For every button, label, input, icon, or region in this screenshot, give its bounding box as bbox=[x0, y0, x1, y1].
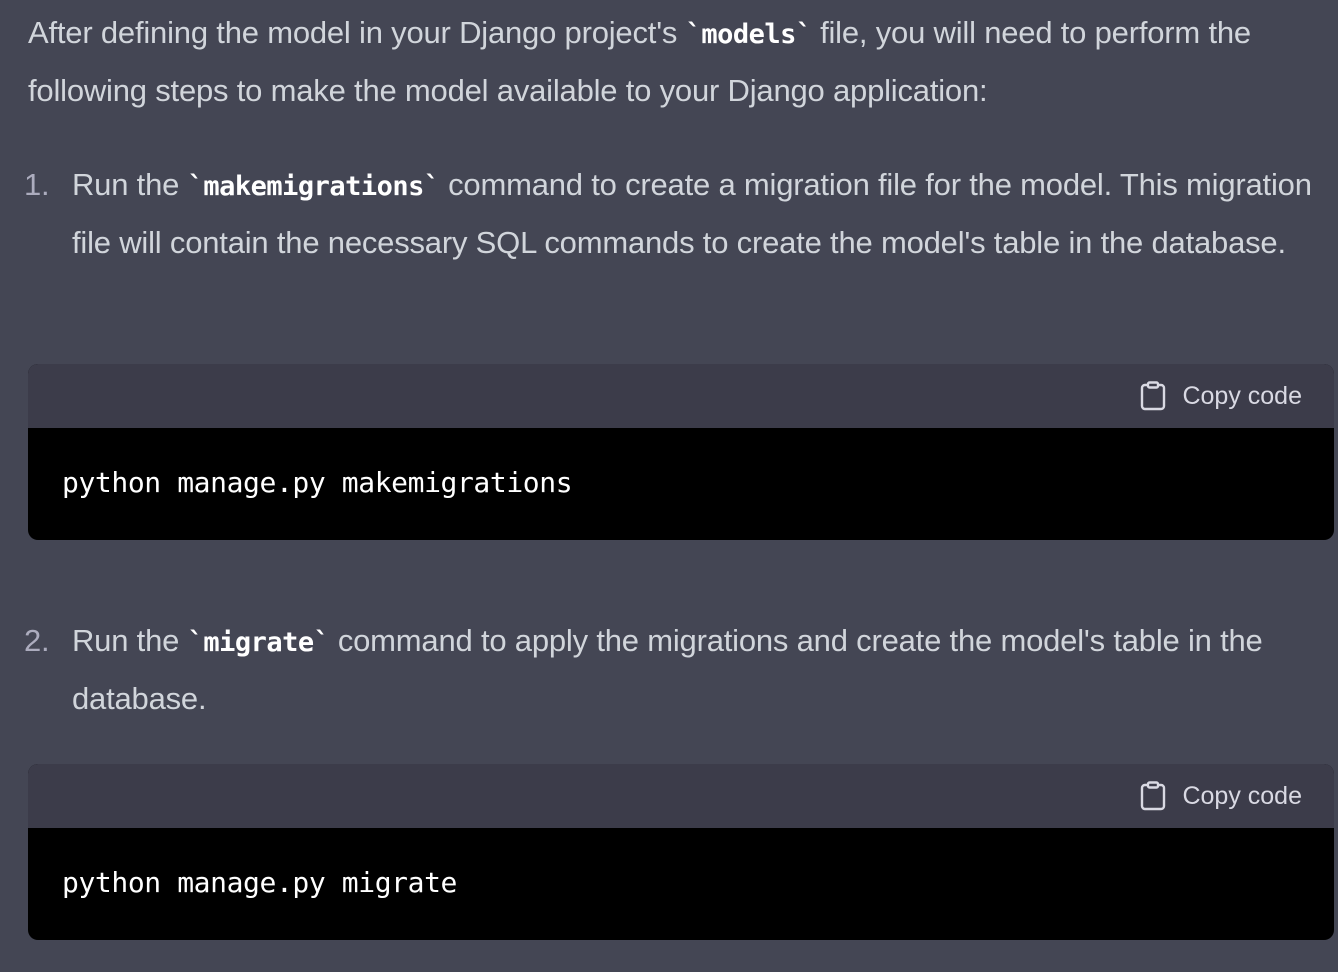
list-item-number: 1. bbox=[24, 167, 50, 202]
step-text: command to apply the migrations and crea… bbox=[72, 623, 1263, 716]
inline-code-makemigrations: `makemigrations` bbox=[187, 171, 441, 202]
code-block-header: Copy code bbox=[28, 364, 1334, 428]
code-block-migrate: Copy code python manage.py migrate bbox=[28, 764, 1334, 940]
code-block-body[interactable]: python manage.py migrate bbox=[28, 828, 1334, 940]
copy-code-label: Copy code bbox=[1182, 781, 1302, 810]
code-text[interactable]: python manage.py makemigrations bbox=[62, 466, 573, 499]
code-block-header: Copy code bbox=[28, 764, 1334, 828]
copy-code-button[interactable]: Copy code bbox=[1140, 780, 1302, 812]
step-text: Run the bbox=[72, 623, 188, 658]
intro-paragraph: After defining the model in your Django … bbox=[28, 5, 1318, 119]
code-block-body[interactable]: python manage.py makemigrations bbox=[28, 428, 1334, 540]
code-block-makemigrations: Copy code python manage.py makemigration… bbox=[28, 364, 1334, 540]
list-item-step-2: 2. Run the `migrate` command to apply the… bbox=[24, 613, 1322, 727]
step-text: command to create a migration file for t… bbox=[72, 167, 1312, 260]
inline-code-models: `models` bbox=[685, 19, 813, 50]
code-text[interactable]: python manage.py migrate bbox=[62, 866, 457, 899]
clipboard-icon bbox=[1140, 781, 1166, 811]
copy-code-button[interactable]: Copy code bbox=[1140, 380, 1302, 412]
intro-text: file, you will need to perform the follo… bbox=[28, 15, 1251, 108]
list-item-number: 2. bbox=[24, 623, 50, 658]
list-item-step-1: 1. Run the `makemigrations` command to cr… bbox=[24, 157, 1322, 271]
intro-text: After defining the model in your Django … bbox=[28, 15, 686, 50]
clipboard-icon bbox=[1140, 381, 1166, 411]
inline-code-migrate: `migrate` bbox=[187, 627, 330, 658]
step-text: Run the bbox=[72, 167, 188, 202]
copy-code-label: Copy code bbox=[1182, 381, 1302, 410]
